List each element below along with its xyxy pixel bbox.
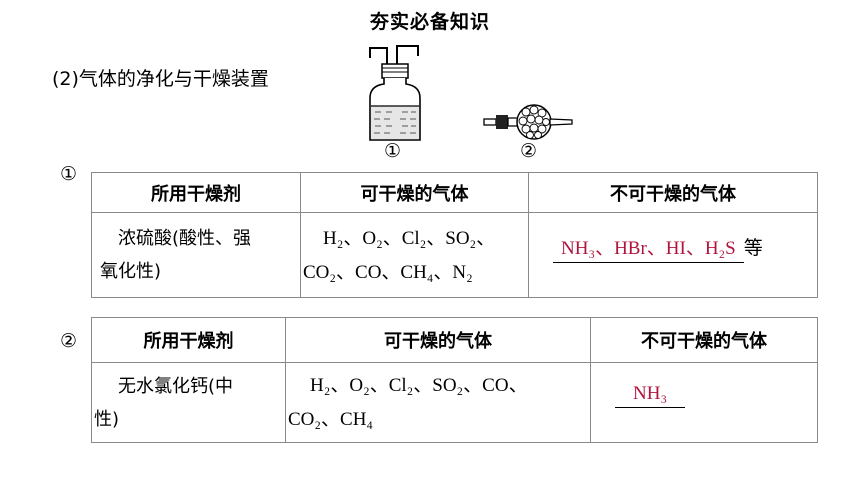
drying-agent-table-2: 所用干燥剂 可干燥的气体 不可干燥的气体 无水氯化钙(中 性) H₂、O₂、Cl…	[91, 317, 818, 443]
dryable-gases-cell: H₂、O₂、Cl₂、SO₂、CO、 CO₂、CH₄	[285, 362, 591, 443]
drying-agent-cell: 浓硫酸(酸性、强 氧化性)	[91, 212, 301, 298]
drying-agent-line: 浓硫酸(酸性、强	[118, 228, 252, 249]
dryable-gases-line: H₂、O₂、Cl₂、SO₂、	[323, 228, 496, 249]
page-title: 夯实必备知识	[369, 11, 490, 33]
apparatus-1-label: ①	[384, 140, 402, 162]
table2-marker: ②	[60, 330, 78, 352]
header-non-dryable-gases: 不可干燥的气体	[590, 317, 818, 363]
drying-agent-cell: 无水氯化钙(中 性)	[91, 362, 286, 443]
table-row: 浓硫酸(酸性、强 氧化性) H₂、O₂、Cl₂、SO₂、 CO₂、CO、CH₄、…	[91, 212, 818, 298]
table1-marker: ①	[60, 163, 78, 185]
non-dryable-gases-cell: NH₃	[590, 362, 818, 443]
drying-agent-line: 无水氯化钙(中	[118, 375, 234, 397]
dryable-gases-line: CO₂、CO、CH₄、N₂	[303, 262, 473, 283]
section-subtitle: (2)气体的净化与干燥装置	[52, 68, 269, 90]
header-drying-agent: 所用干燥剂	[91, 172, 301, 213]
drying-agent-table-1: 所用干燥剂 可干燥的气体 不可干燥的气体 浓硫酸(酸性、强 氧化性) H₂、O₂…	[91, 172, 818, 298]
apparatus-2-label: ②	[520, 140, 538, 162]
header-dryable-gases: 可干燥的气体	[300, 172, 529, 213]
dryable-gases-line: H₂、O₂、Cl₂、SO₂、CO、	[310, 374, 528, 396]
answer-blank: NH₃	[615, 383, 686, 408]
answer-suffix: 等	[743, 238, 763, 259]
drying-agent-line: 氧化性)	[100, 261, 162, 282]
table-header-row: 所用干燥剂 可干燥的气体 不可干燥的气体	[91, 172, 818, 213]
table-row: 无水氯化钙(中 性) H₂、O₂、Cl₂、SO₂、CO、 CO₂、CH₄ NH₃	[91, 362, 818, 443]
dryable-gases-line: CO₂、CH₄	[288, 408, 374, 430]
header-dryable-gases: 可干燥的气体	[285, 317, 591, 363]
answer-blank: NH₃、HBr、HI、H₂S	[553, 233, 744, 263]
header-drying-agent: 所用干燥剂	[91, 317, 286, 363]
drying-agent-line: 性)	[94, 408, 120, 430]
header-non-dryable-gases: 不可干燥的气体	[528, 172, 818, 213]
drying-tube-icon	[483, 104, 573, 140]
dryable-gases-cell: H₂、O₂、Cl₂、SO₂、 CO₂、CO、CH₄、N₂	[300, 212, 529, 298]
gas-washing-bottle-icon	[369, 45, 421, 141]
table-header-row: 所用干燥剂 可干燥的气体 不可干燥的气体	[91, 317, 818, 363]
